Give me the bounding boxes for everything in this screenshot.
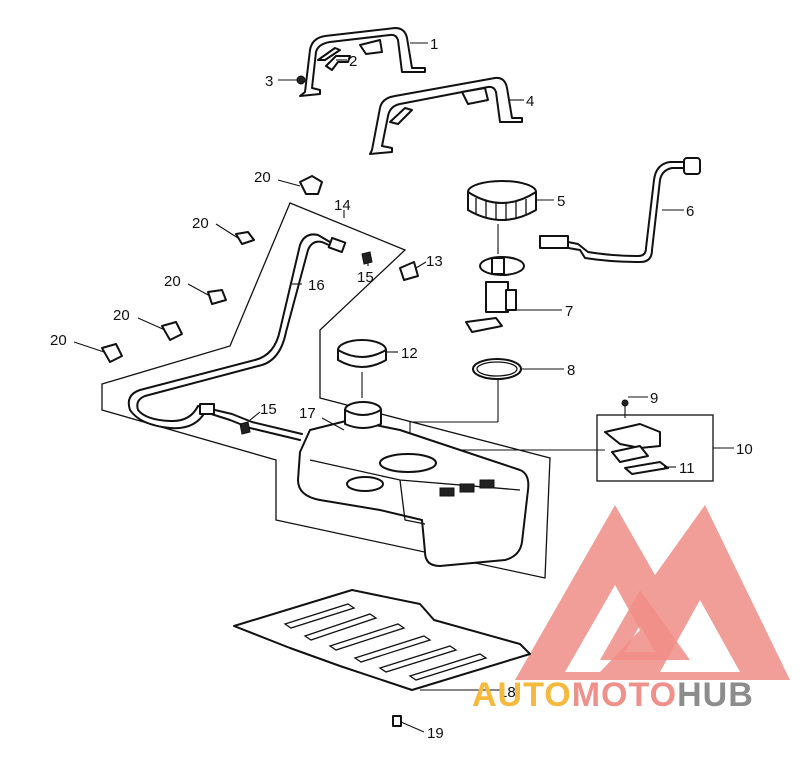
callout-1: 1 [430,36,438,53]
callout-12: 12 [401,345,418,362]
callout-20-a: 20 [254,169,271,186]
part-19-bolt [392,715,402,727]
part-8-gasket [472,358,522,380]
logo-triangle [515,505,790,680]
callout-20-e: 20 [50,332,67,349]
part-20-clips [101,175,323,363]
part-6-fuel-hose [539,157,701,263]
logo-g-mark [600,590,690,660]
watermark-auto: AUTO [472,676,572,714]
part-15-clip-upper [361,251,373,265]
callout-15-upper: 15 [357,269,374,286]
callout-20-d: 20 [113,307,130,324]
svg-text:AUTOMOTOHUB: AUTOMOTOHUB [472,676,754,714]
callout-3: 3 [265,73,273,90]
watermark-hub: HUB [677,676,754,714]
callout-5: 5 [557,193,565,210]
callout-14: 14 [334,197,351,214]
part-1-bracket [299,27,426,97]
callout-leaders [73,42,734,733]
callout-19: 19 [427,725,444,742]
callout-8: 8 [567,362,575,379]
part-7-fuel-pump [465,224,525,333]
part-4-bracket [369,76,523,155]
callout-10: 10 [736,441,753,458]
callout-17: 17 [299,405,316,422]
callout-16: 16 [308,277,325,294]
part-15-clip-lower [239,421,251,435]
callout-15-lower: 15 [260,401,277,418]
part-12-fuel-cap [337,339,387,398]
watermark-text: AUTOMOTOHUB [472,676,754,714]
callout-6: 6 [686,203,694,220]
callout-9: 9 [650,390,658,407]
part-5-lock-ring [467,180,537,221]
part-10-sender-assembly [596,399,714,482]
part-3-bolt [296,75,306,85]
part-18-skid-plate [233,589,531,691]
part-13-clamp [399,261,419,281]
callout-4: 4 [526,93,534,110]
automotohub-logo [515,505,790,680]
callout-2: 2 [349,53,357,70]
callout-20-c: 20 [164,273,181,290]
watermark-moto: MOTO [572,676,677,714]
part-14-hose-group [101,202,551,579]
part-17-fuel-tank [297,401,530,567]
callout-13: 13 [426,253,443,270]
callout-7: 7 [565,303,573,320]
callout-11: 11 [679,460,695,477]
callout-18: 18 [499,684,516,701]
callout-20-b: 20 [192,215,209,232]
